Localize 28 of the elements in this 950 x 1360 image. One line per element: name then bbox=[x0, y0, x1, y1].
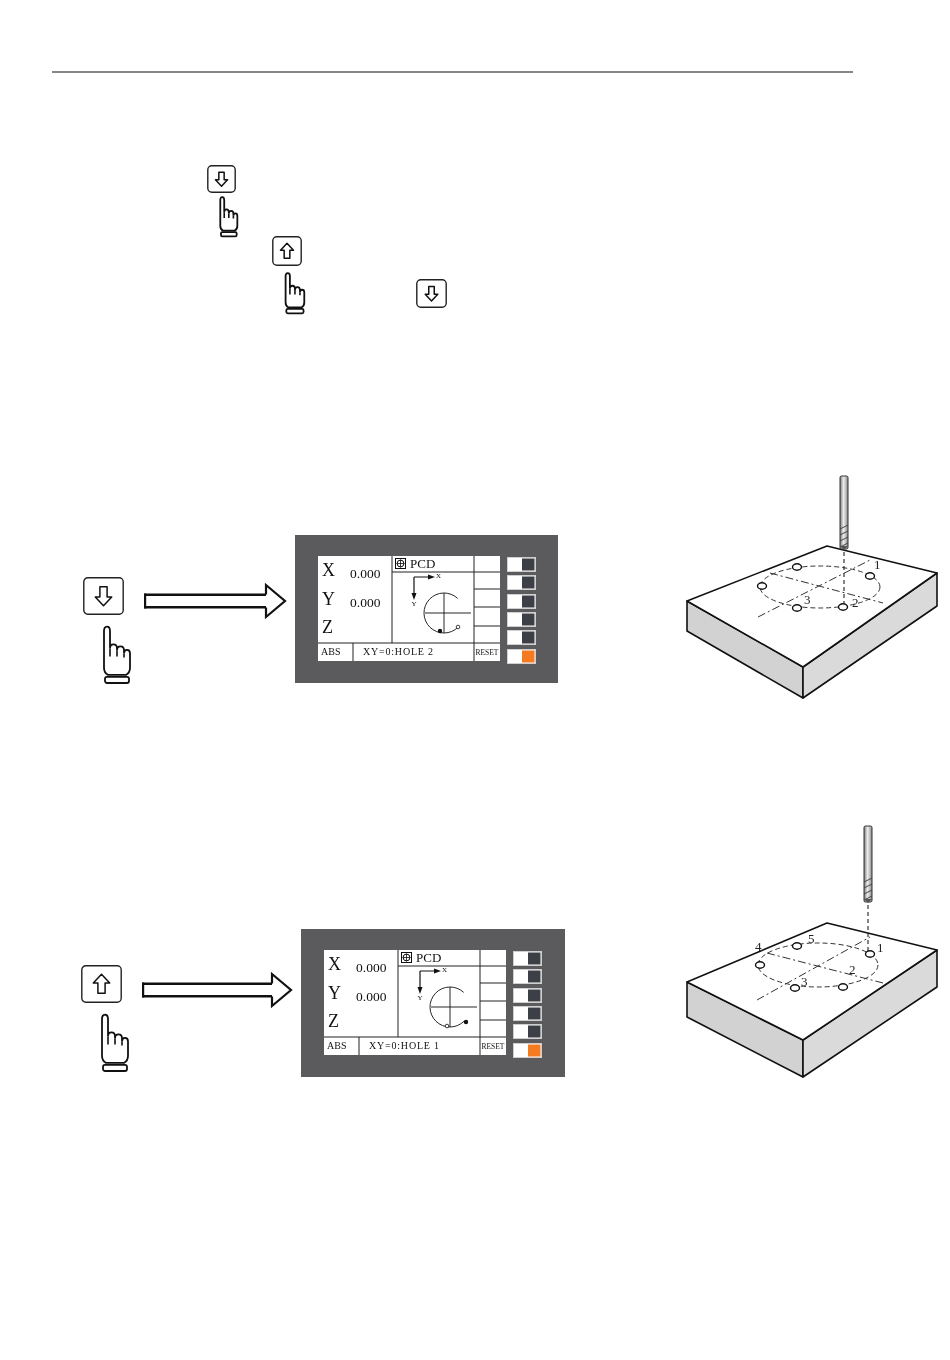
function-title: PCD bbox=[410, 557, 436, 570]
hole-number: 1 bbox=[874, 558, 881, 571]
coordinate-value: 0.000 bbox=[356, 960, 387, 974]
status-text: XY=0:HOLE 1 bbox=[369, 1041, 440, 1051]
coordinate-value: 0.000 bbox=[350, 566, 381, 580]
axis-letter: X bbox=[328, 955, 341, 973]
mode-indicator: ABS bbox=[327, 1041, 347, 1051]
axis-letter: Y bbox=[322, 590, 335, 608]
function-title: PCD bbox=[416, 951, 442, 964]
status-text: XY=0:HOLE 2 bbox=[363, 647, 434, 657]
axis-letter: Y bbox=[328, 984, 341, 1002]
coordinate-value: 0.000 bbox=[356, 989, 387, 1003]
hole-number: 2 bbox=[849, 962, 856, 976]
hole-number: 1 bbox=[877, 941, 884, 954]
mode-indicator: ABS bbox=[321, 647, 341, 657]
hole-number: 3 bbox=[801, 974, 808, 988]
axis-letter: X bbox=[322, 561, 335, 579]
hole-number: 3 bbox=[804, 593, 811, 606]
hole-number: 2 bbox=[852, 596, 859, 609]
axis-letter: Z bbox=[322, 618, 333, 636]
key-press-icon bbox=[80, 964, 132, 1074]
hole-number: 4 bbox=[755, 940, 762, 953]
key-press-icon bbox=[82, 576, 134, 686]
axis-letter: Z bbox=[328, 1012, 339, 1030]
display-panel bbox=[295, 535, 558, 683]
hole-number: 5 bbox=[808, 931, 815, 945]
coordinate-value: 0.000 bbox=[350, 595, 381, 609]
display-panel bbox=[301, 929, 565, 1077]
